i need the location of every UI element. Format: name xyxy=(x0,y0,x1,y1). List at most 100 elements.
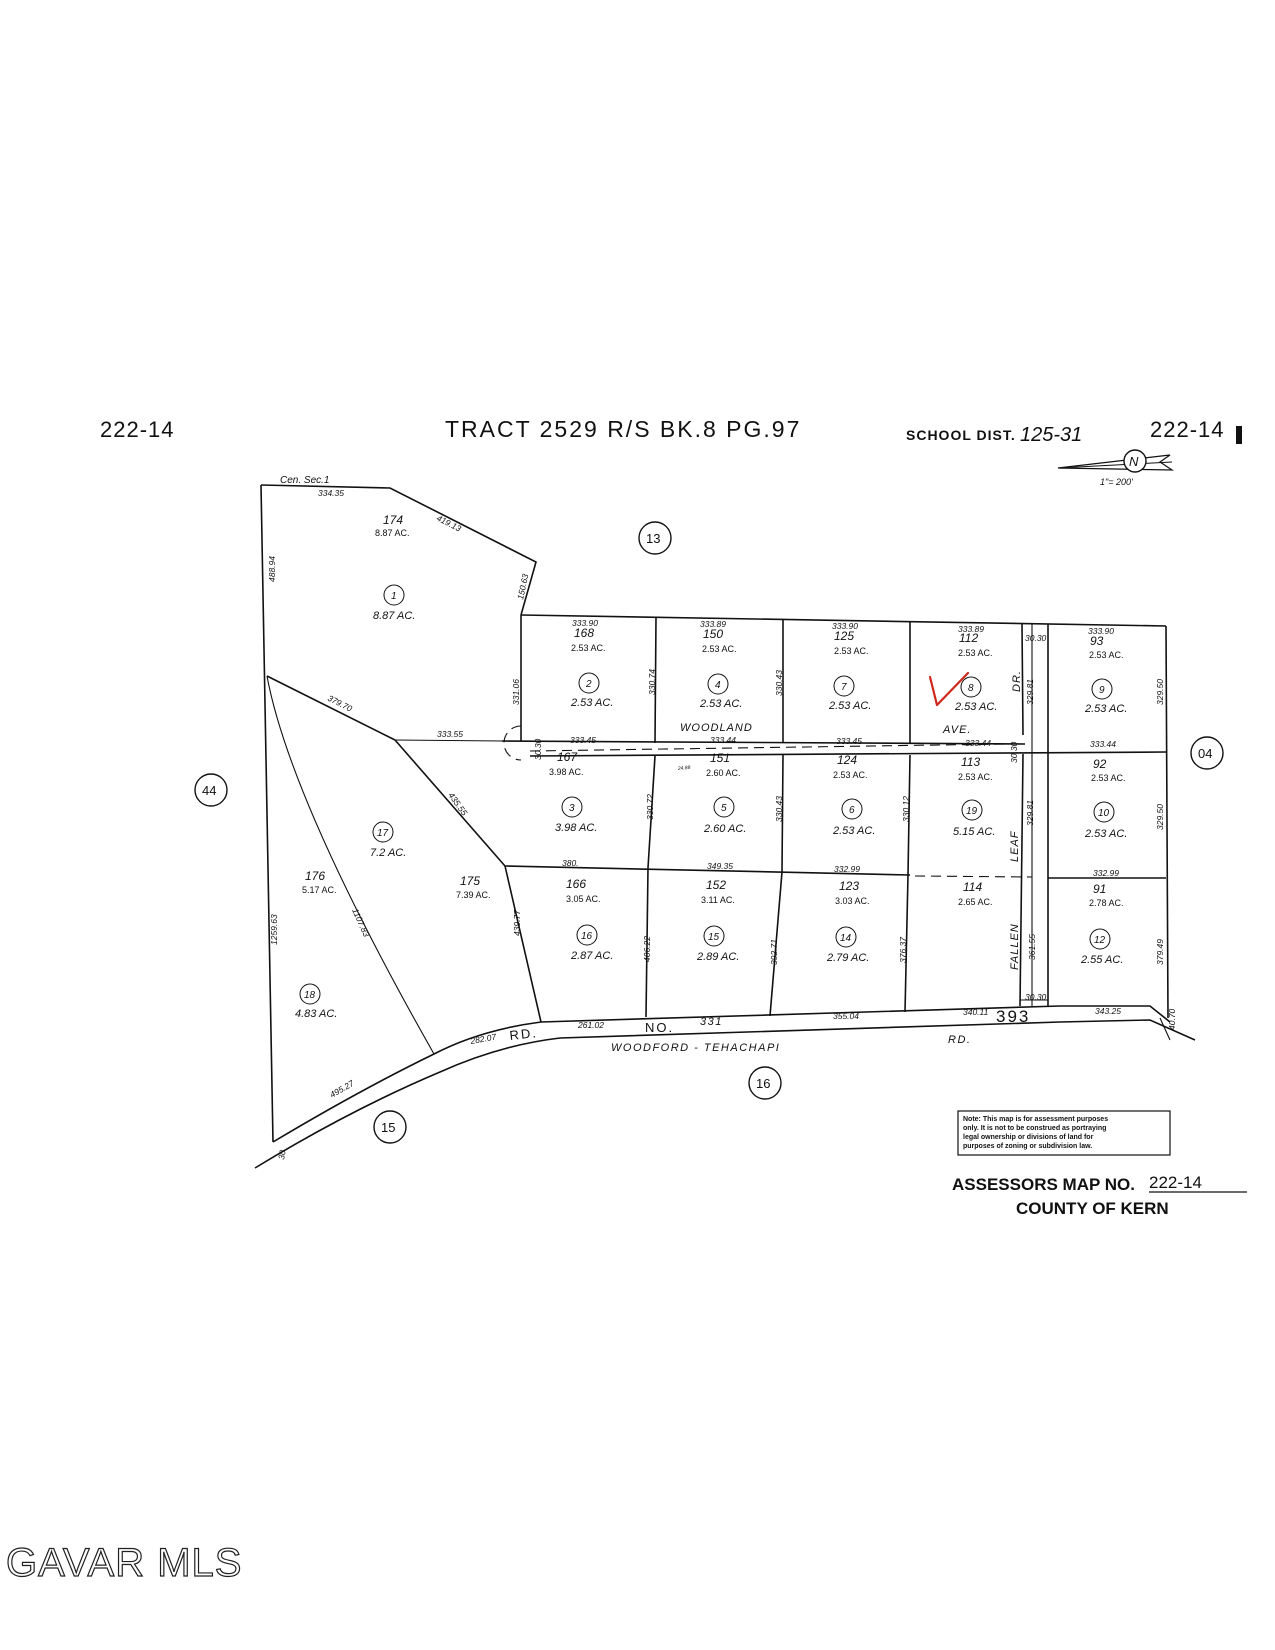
street-woodland: WOODLAND xyxy=(680,722,753,734)
svg-text:2.53 AC.: 2.53 AC. xyxy=(570,697,613,709)
lot-3: 167 3.98 AC. 3 3.98 AC. xyxy=(549,750,597,834)
svg-text:333.44: 333.44 xyxy=(710,735,736,745)
svg-text:406.22: 406.22 xyxy=(642,936,652,962)
svg-text:only. It is not to be construe: only. It is not to be construed as portr… xyxy=(963,1125,1106,1132)
svg-text:167: 167 xyxy=(557,750,578,764)
svg-text:261.02: 261.02 xyxy=(577,1020,604,1030)
svg-text:330.12: 330.12 xyxy=(901,796,911,822)
svg-text:5.17 AC.: 5.17 AC. xyxy=(302,885,337,895)
svg-text:2.53 AC.: 2.53 AC. xyxy=(702,644,737,654)
svg-text:2.78 AC.: 2.78 AC. xyxy=(1089,898,1124,908)
svg-text:361.55: 361.55 xyxy=(1027,934,1037,960)
svg-text:166: 166 xyxy=(566,877,586,891)
road-rd-2: RD. xyxy=(948,1034,971,1046)
north-arrow-icon: N xyxy=(1057,449,1175,473)
svg-text:2.87 AC.: 2.87 AC. xyxy=(570,950,613,962)
lot-7: 125 2.53 AC. 7 2.53 AC. xyxy=(828,629,871,712)
svg-text:30.30: 30.30 xyxy=(1009,741,1019,763)
svg-text:3.98 AC.: 3.98 AC. xyxy=(549,767,584,777)
svg-text:18: 18 xyxy=(304,990,316,1001)
svg-text:16: 16 xyxy=(581,931,593,942)
svg-text:3.98 AC.: 3.98 AC. xyxy=(555,822,597,834)
svg-text:12: 12 xyxy=(1094,935,1106,946)
assessors-map-number: 222-14 xyxy=(1149,1173,1202,1192)
svg-text:333.89: 333.89 xyxy=(958,624,984,634)
map-number-right: 222-14 xyxy=(1150,417,1225,442)
lot-5: 151 2.60 AC. 5 2.60 AC. xyxy=(703,751,746,835)
svg-text:329.50: 329.50 xyxy=(1155,679,1165,705)
svg-text:92: 92 xyxy=(1093,757,1107,771)
svg-text:330.74: 330.74 xyxy=(647,669,657,695)
road-number-393: 393 xyxy=(996,1007,1030,1026)
svg-text:150.63: 150.63 xyxy=(515,573,530,601)
svg-text:16: 16 xyxy=(756,1076,770,1091)
svg-text:123: 123 xyxy=(839,879,859,893)
svg-text:7.2 AC.: 7.2 AC. xyxy=(370,847,406,859)
road-no: NO. xyxy=(645,1020,674,1035)
road-number-331: 331 xyxy=(700,1016,723,1028)
adjacent-map-16: 16 xyxy=(748,1066,782,1100)
svg-text:purposes of zoning or subdivis: purposes of zoning or subdivision law. xyxy=(963,1143,1092,1150)
svg-text:175: 175 xyxy=(460,874,480,888)
svg-text:2.53 AC.: 2.53 AC. xyxy=(958,772,993,782)
checkmark-icon xyxy=(928,671,970,707)
adjacent-map-13: 13 xyxy=(638,521,672,555)
svg-text:329.81: 329.81 xyxy=(1025,800,1035,826)
tract-title: TRACT 2529 R/S BK.8 PG.97 xyxy=(445,416,801,442)
svg-text:488.94: 488.94 xyxy=(267,556,277,582)
svg-text:151: 151 xyxy=(710,751,730,765)
lot-176: 176 5.17 AC. xyxy=(302,869,337,895)
svg-text:8: 8 xyxy=(968,683,974,694)
svg-text:2.53 AC.: 2.53 AC. xyxy=(832,825,875,837)
svg-text:N: N xyxy=(1129,454,1139,469)
svg-text:2.53 AC.: 2.53 AC. xyxy=(1084,703,1127,715)
lot-16: 166 3.05 AC. 16 2.87 AC. xyxy=(566,877,613,962)
school-district-value: 125-31 xyxy=(1020,424,1082,446)
street-fallen: FALLEN xyxy=(1009,923,1021,970)
svg-text:332.99: 332.99 xyxy=(1093,868,1119,878)
svg-text:376.37: 376.37 xyxy=(898,937,908,963)
svg-text:282.07: 282.07 xyxy=(469,1032,498,1047)
lot-15: 152 3.11 AC. 15 2.89 AC. xyxy=(696,878,739,963)
svg-text:44: 44 xyxy=(202,783,216,798)
svg-text:3: 3 xyxy=(569,803,575,814)
svg-text:343.25: 343.25 xyxy=(1095,1006,1121,1016)
road-rd: RD. xyxy=(509,1025,539,1043)
svg-text:3.03 AC.: 3.03 AC. xyxy=(835,896,870,906)
svg-text:5.15 AC.: 5.15 AC. xyxy=(953,826,995,838)
lot-17: 17 7.2 AC. xyxy=(370,821,406,859)
svg-text:125: 125 xyxy=(834,629,854,643)
lot-6: 124 2.53 AC. 6 2.53 AC. xyxy=(832,753,875,837)
scale-label: 1"= 200' xyxy=(1100,477,1133,487)
svg-text:334.35: 334.35 xyxy=(318,488,344,498)
svg-text:1: 1 xyxy=(391,591,397,602)
svg-text:113: 113 xyxy=(961,755,980,769)
svg-text:439.77: 439.77 xyxy=(512,910,522,936)
svg-text:2.89 AC.: 2.89 AC. xyxy=(696,951,739,963)
svg-text:332.99: 332.99 xyxy=(834,864,860,874)
svg-text:112: 112 xyxy=(959,631,978,645)
adjacent-map-04: 04 xyxy=(1190,736,1224,770)
svg-text:2.79 AC.: 2.79 AC. xyxy=(826,952,869,964)
adjacent-map-44: 44 xyxy=(194,773,228,807)
lot-12: 91 2.78 AC. 12 2.55 AC. xyxy=(1080,882,1124,966)
svg-text:331.06: 331.06 xyxy=(511,679,521,705)
svg-text:419.13: 419.13 xyxy=(435,513,463,534)
svg-text:2: 2 xyxy=(585,679,592,690)
svg-text:2.53 AC.: 2.53 AC. xyxy=(571,643,606,653)
svg-text:15: 15 xyxy=(381,1120,395,1135)
svg-text:333.45: 333.45 xyxy=(836,736,862,746)
svg-text:379.70: 379.70 xyxy=(326,693,354,714)
svg-text:2.53 AC.: 2.53 AC. xyxy=(834,646,869,656)
svg-text:1107.83: 1107.83 xyxy=(350,907,371,939)
lot-114: 114 2.65 AC. xyxy=(958,880,993,907)
adjacent-map-15: 15 xyxy=(373,1110,407,1144)
svg-text:8.87 AC.: 8.87 AC. xyxy=(375,528,410,538)
svg-text:2.60 AC.: 2.60 AC. xyxy=(706,768,741,778)
svg-text:30: 30 xyxy=(276,1149,288,1160)
lot-175: 175 7.39 AC. xyxy=(456,874,491,900)
svg-text:3.11 AC.: 3.11 AC. xyxy=(701,895,735,905)
svg-text:2.53 AC.: 2.53 AC. xyxy=(699,698,742,710)
svg-text:30.30: 30.30 xyxy=(533,738,543,760)
